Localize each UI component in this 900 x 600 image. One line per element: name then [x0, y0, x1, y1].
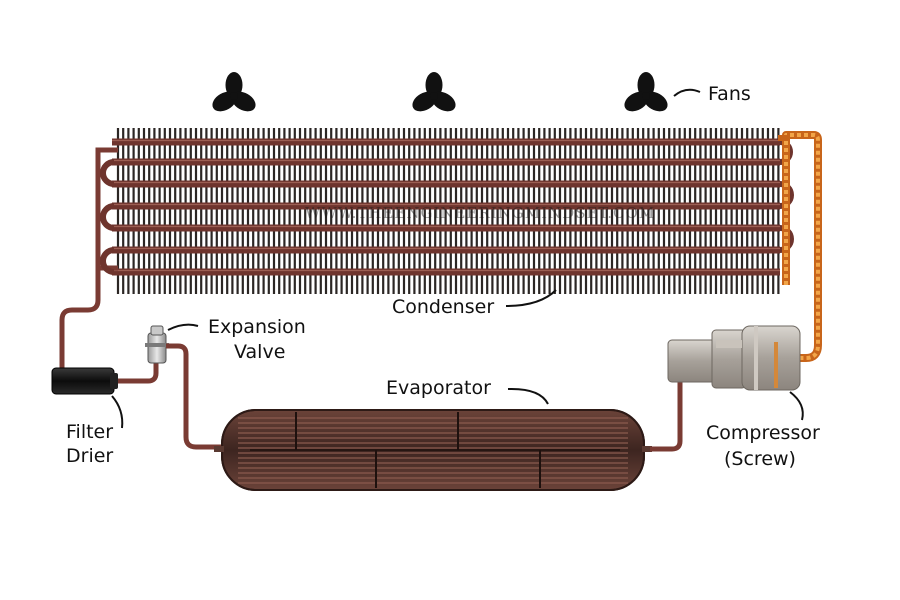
- fan-icon: [212, 72, 256, 112]
- condenser-return-bend: [100, 203, 115, 231]
- fan-icon: [412, 72, 456, 112]
- filter-drier-leader: [111, 395, 124, 429]
- liquid-line-drier-to-valve: [118, 360, 159, 384]
- compressor-label-line1: Compressor: [706, 422, 820, 444]
- line-valve-to-evaporator: [166, 343, 230, 450]
- evaporator-label: Evaporator: [386, 377, 491, 399]
- evaporator-tubes: [238, 417, 628, 484]
- condenser-label: Condenser: [392, 296, 494, 318]
- condenser-fins: [116, 128, 780, 294]
- fans-leader: [673, 88, 701, 97]
- filter-drier-label-line2: Drier: [66, 445, 113, 467]
- condenser-return-bend: [100, 247, 115, 275]
- liquid-line-condenser-to-drier: [59, 268, 101, 375]
- watermark: WWW.THEENGINEERINGMINDSET.COM: [305, 204, 655, 222]
- filter-drier-label-line1: Filter: [66, 421, 113, 443]
- condenser-leader: [505, 289, 557, 307]
- leader-lines: [111, 88, 804, 429]
- filter-drier: [51, 367, 118, 395]
- compressor: [667, 325, 801, 391]
- compressor-label-line2: (Screw): [724, 448, 796, 470]
- discharge-pipe-highlight: [784, 133, 820, 360]
- fans-label: Fans: [708, 83, 751, 105]
- expansion-valve: [145, 325, 169, 364]
- condenser-return-bend: [100, 159, 115, 187]
- evaporator: [214, 409, 652, 491]
- suction-line: [650, 362, 683, 452]
- evaporator-leader: [507, 387, 549, 405]
- condenser: [95, 128, 794, 294]
- condenser-tubes: [112, 138, 780, 276]
- expansion-valve-label-line2: Valve: [234, 341, 285, 363]
- fans: [212, 72, 668, 112]
- expansion-valve-leader: [167, 323, 199, 331]
- compressor-leader: [789, 391, 804, 421]
- fan-icon: [624, 72, 668, 112]
- expansion-valve-label-line1: Expansion: [208, 316, 306, 338]
